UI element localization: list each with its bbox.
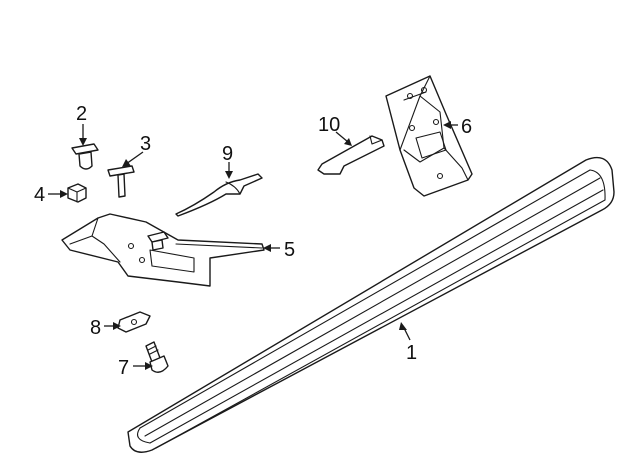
callout-4: 4 [34, 184, 45, 206]
callout-10: 10 [318, 114, 340, 136]
callout-7: 7 [118, 357, 129, 379]
mounting-bracket [61, 213, 265, 287]
hex-nut [67, 183, 87, 203]
running-board [127, 156, 615, 453]
callout-1: 1 [406, 342, 417, 364]
callout-labels: 1 2 3 4 5 6 7 8 9 10 [34, 103, 472, 379]
callout-leaders [48, 121, 458, 370]
callout-8: 8 [90, 317, 101, 339]
retainer-clip [117, 311, 151, 333]
bolt [145, 341, 169, 373]
callout-3: 3 [140, 133, 151, 155]
t-bolt [107, 165, 135, 198]
callout-2: 2 [76, 103, 87, 125]
push-pin-clip [71, 143, 99, 170]
callout-5: 5 [284, 239, 295, 261]
callout-6: 6 [461, 116, 472, 138]
side-strap [317, 135, 385, 175]
callout-9: 9 [222, 143, 233, 165]
support-bracket [385, 75, 473, 197]
support-wire [175, 173, 263, 217]
